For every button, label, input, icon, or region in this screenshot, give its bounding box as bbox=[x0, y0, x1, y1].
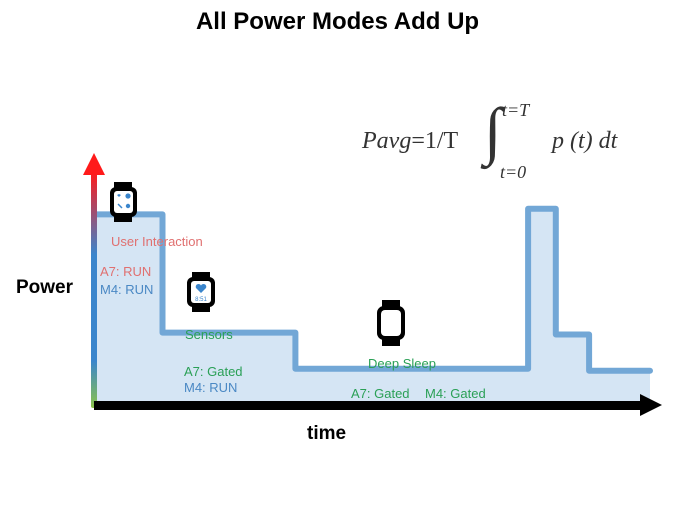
integrand: p (t) dt bbox=[552, 128, 618, 154]
y-axis bbox=[91, 172, 97, 408]
waveform-line bbox=[93, 205, 653, 374]
a7-status: A7: RUN bbox=[100, 264, 152, 279]
phase-label-sensors: Sensors bbox=[185, 327, 233, 342]
x-axis bbox=[94, 401, 644, 410]
phase-label-user-interaction: User Interaction bbox=[111, 234, 203, 249]
x-axis-arrowhead bbox=[640, 394, 662, 416]
waveform-area bbox=[96, 208, 650, 405]
integral-sign: ∫ bbox=[484, 95, 502, 166]
x-axis-label: time bbox=[307, 423, 347, 444]
upper-limit: t=T bbox=[502, 100, 530, 120]
y-axis-label: Power bbox=[16, 277, 74, 298]
smartwatch-blank-icon bbox=[377, 300, 405, 346]
y-axis-arrowhead bbox=[83, 153, 105, 175]
smartwatch-heart-icon: 8:51 bbox=[187, 272, 215, 312]
phase-label-deep-sleep: Deep Sleep bbox=[368, 356, 436, 371]
watch-time: 8:51 bbox=[195, 297, 207, 303]
slide-title: All Power Modes Add Up bbox=[195, 8, 480, 35]
a7-status: A7: Gated bbox=[184, 364, 243, 379]
m4-status: M4: RUN bbox=[184, 380, 238, 395]
m4-status: M4: Gated bbox=[425, 386, 486, 401]
lower-limit: t=0 bbox=[500, 162, 527, 182]
smartwatch-apps-icon bbox=[110, 182, 137, 222]
formula-lhs: Pavg=1/T bbox=[362, 128, 459, 154]
m4-status: M4: RUN bbox=[100, 282, 154, 297]
average-power-formula: Pavg=1/T ∫ t=T t=0 p (t) dt bbox=[362, 95, 642, 190]
a7-status: A7: Gated bbox=[351, 386, 410, 401]
